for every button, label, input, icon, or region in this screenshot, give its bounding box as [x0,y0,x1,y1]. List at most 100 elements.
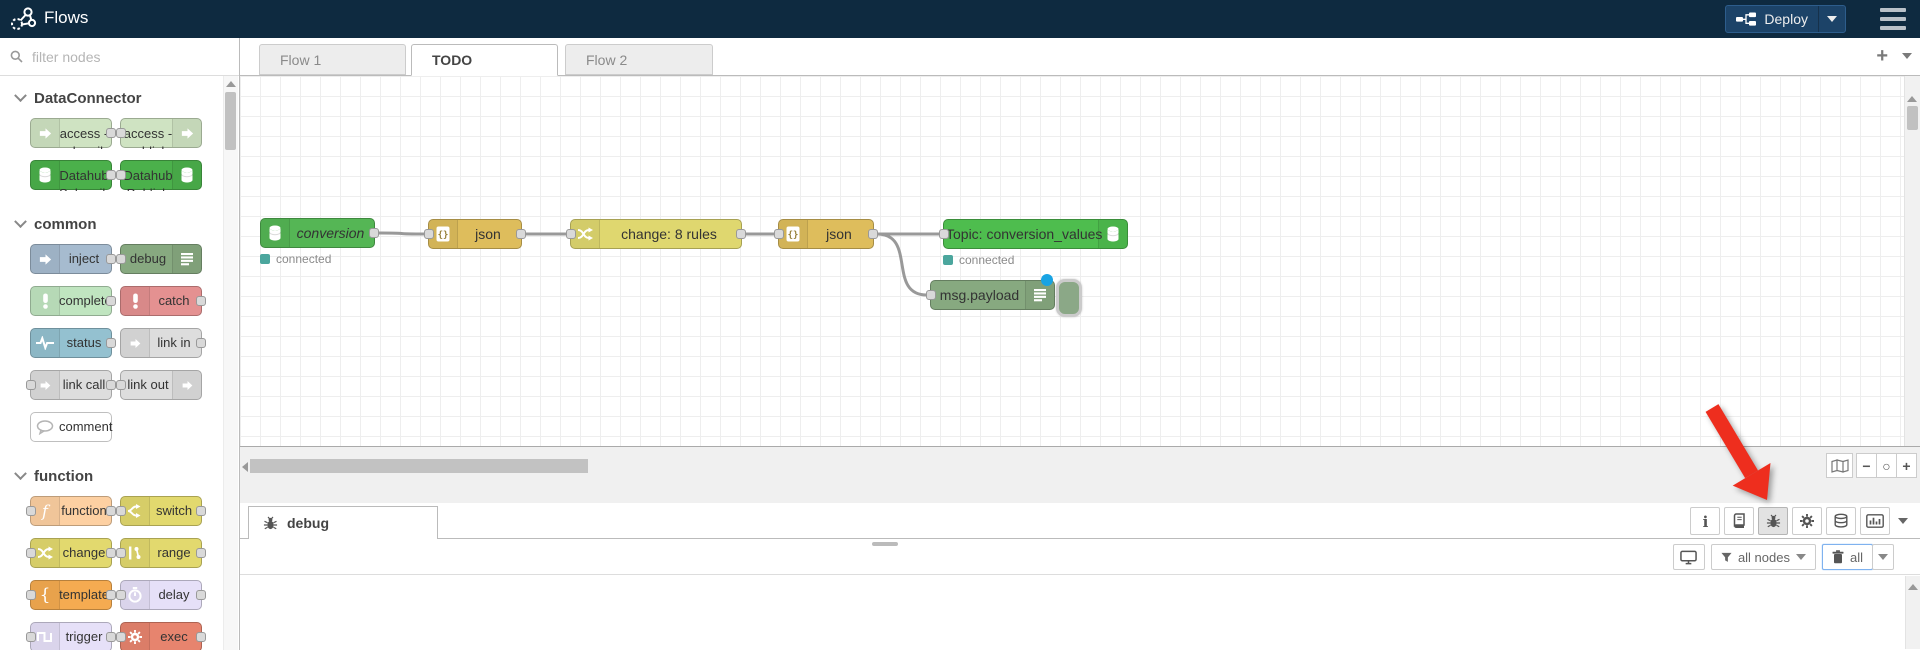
palette-node-trigger[interactable]: trigger [26,622,116,650]
palette-category-common[interactable]: common [0,202,225,244]
debug-sidebar-button[interactable] [1758,507,1788,535]
palette-scrollbar-thumb[interactable] [225,92,236,150]
chevron-down-icon [1898,518,1908,524]
palette-node-debug[interactable]: debug [116,244,202,274]
palette-node-datahub-publish[interactable]: DatahubPublish [116,160,202,191]
filter-nodes-input[interactable] [30,47,219,66]
palette-row: status link in [30,328,225,358]
palette-node-switch[interactable]: switch [116,496,206,526]
node-label: function [61,503,107,518]
palette-node-status[interactable]: status [30,328,116,358]
chevron-down-icon [1827,16,1837,22]
flow-node-topic-conversion-values[interactable]: Topic: conversion_values [939,219,1128,249]
open-debug-window-button[interactable] [1672,544,1705,570]
node-label: access -subscribe [59,126,109,149]
canvas-scrollbar-thumb[interactable] [1907,106,1918,130]
palette-node-comment[interactable]: comment [30,412,112,442]
palette-node-function[interactable]: f function [26,496,116,526]
canvas-vertical-scrollbar[interactable] [1904,76,1920,446]
flow-node-change-8-rules[interactable]: change: 8 rules [566,219,746,249]
tab-todo[interactable]: TODO [411,44,558,76]
palette-category-dataconnector[interactable]: DataConnector [0,76,225,118]
palette-node-access-publish[interactable]: access -publish [116,118,202,149]
add-flow-button[interactable]: + [1876,45,1888,67]
flow-node-conversion[interactable]: conversion [260,218,379,248]
context-data-button[interactable] [1826,507,1856,535]
palette-node-range[interactable]: range [116,538,206,568]
tab-flow-1[interactable]: Flow 1 [259,44,406,75]
flow-node-msg-payload[interactable]: msg.payload [926,274,1082,317]
clear-options-button[interactable] [1872,544,1894,570]
palette-node-link-call[interactable]: link call [26,370,116,400]
clear-label: all [1849,549,1863,565]
node-port-out[interactable] [516,229,526,239]
debug-scrollbar[interactable] [1905,576,1920,649]
trash-icon [1832,550,1844,564]
zoom-in-button[interactable]: + [1896,453,1917,478]
wire[interactable] [876,232,928,297]
tab-debug[interactable]: debug [248,506,438,539]
deploy-button[interactable]: Deploy [1725,5,1846,33]
palette-node-link-out[interactable]: link out [116,370,202,400]
node-port-in[interactable] [424,229,434,239]
node-port-out[interactable] [369,228,379,238]
node-port-out [106,506,116,516]
node-label: access -publish [123,126,173,149]
node-port-in [26,506,36,516]
palette-node-change[interactable]: change [26,538,116,568]
flow-list-button[interactable] [1902,53,1912,59]
clear-messages-button[interactable]: all [1821,544,1873,570]
node-port-in[interactable] [774,229,784,239]
category-label: DataConnector [34,90,142,107]
wire[interactable] [377,231,426,236]
deploy-button-main[interactable]: Deploy [1726,6,1818,32]
node-port-in [116,506,126,516]
node-label: change [62,545,106,560]
config-nodes-button[interactable] [1792,507,1822,535]
node-port-in[interactable] [566,229,576,239]
zoom-out-button[interactable]: − [1856,453,1877,478]
palette-node-inject[interactable]: inject [30,244,116,274]
node-label: status [66,335,102,350]
help-button[interactable] [1724,507,1754,535]
debug-filter-button[interactable]: all nodes [1710,544,1816,570]
panel-splitter-handle[interactable] [872,542,898,546]
palette-node-template[interactable]: {template [26,580,116,610]
node-label: complete [59,293,112,308]
book-icon [1733,513,1745,528]
palette-node-delay[interactable]: delay [116,580,206,610]
zoom-reset-button[interactable]: ○ [1876,453,1897,478]
palette-node-datahub-subscribe[interactable]: DatahubSubscribe [30,160,116,191]
palette-node-exec[interactable]: exec [116,622,206,650]
palette-node-catch[interactable]: catch [120,286,206,316]
node-status: connected [260,252,331,266]
node-port-out[interactable] [736,229,746,239]
node-port-out [106,548,116,558]
dashboard-button[interactable] [1860,507,1890,535]
palette-scrollbar[interactable] [223,76,238,650]
node-port-in[interactable] [939,229,949,239]
panel-options-button[interactable] [1894,507,1912,535]
debug-enable-toggle[interactable] [1056,279,1082,317]
node-label: json [475,226,501,242]
node-port-in [116,254,126,264]
menu-button[interactable] [1880,8,1906,30]
palette-row: f function switch [26,496,225,526]
palette-node-access-subscribe[interactable]: access -subscribe [30,118,116,149]
svg-text:f: f [41,503,51,520]
node-port-in[interactable] [926,290,936,300]
palette-node-complete[interactable]: complete [30,286,116,316]
flow-canvas[interactable]: conversion connected {}json change: 8 rules… [240,76,1904,446]
flow-node-json[interactable]: {}json [424,219,526,249]
palette-scroll-area: DataConnector access -subscribe access -pu… [0,76,225,650]
flow-node-json[interactable]: {}json [774,219,878,249]
canvas-horizontal-scrollbar-thumb[interactable] [250,459,588,473]
deploy-options-button[interactable] [1818,6,1845,32]
navigator-button[interactable] [1826,453,1853,478]
palette-node-link-in[interactable]: link in [120,328,206,358]
palette-category-function[interactable]: function [0,454,225,496]
tab-flow-2[interactable]: Flow 2 [565,44,713,75]
node-port-out[interactable] [868,229,878,239]
debug-messages-list[interactable] [240,575,1920,649]
info-button[interactable]: i [1690,507,1720,535]
